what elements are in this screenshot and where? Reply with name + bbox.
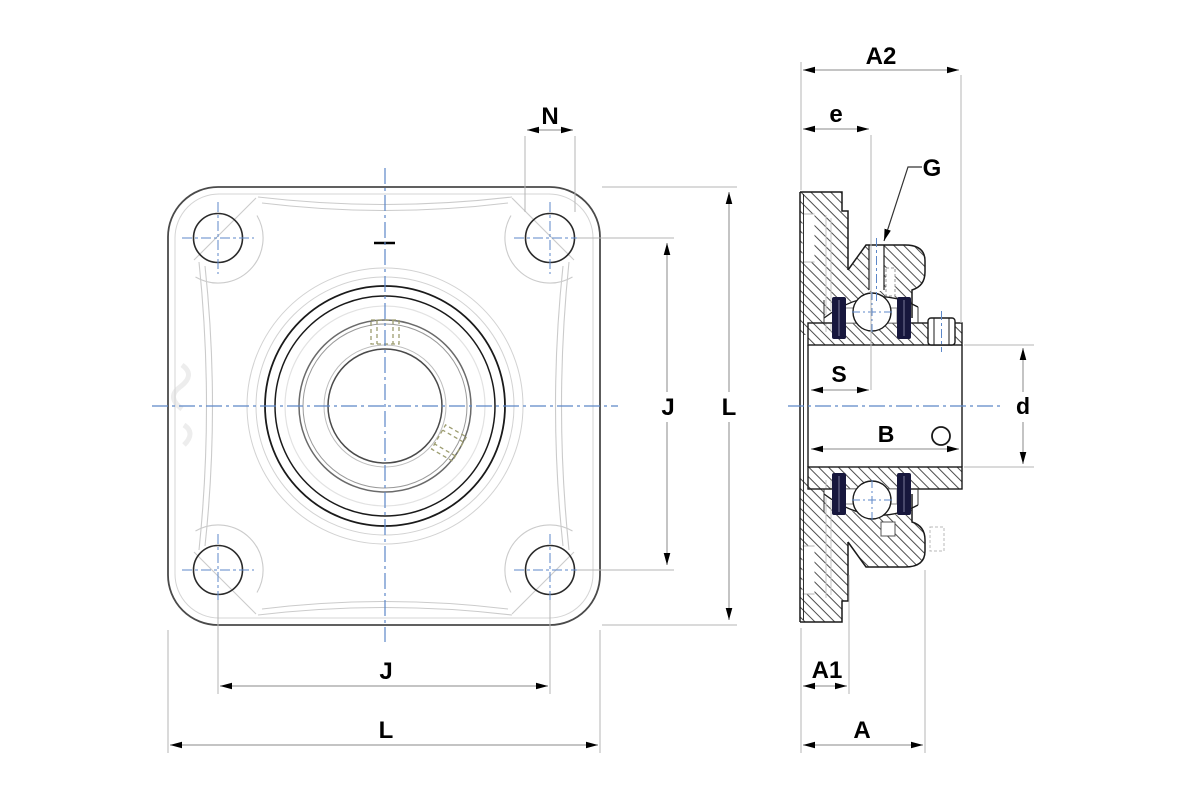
label-S: S: [831, 361, 846, 387]
label-B: B: [878, 421, 895, 447]
inner-ring-section-top: [808, 323, 962, 345]
bottom-screw-hole: [880, 521, 896, 537]
cast-logo-marks: [171, 362, 193, 447]
leader-G: [883, 166, 922, 242]
label-G: G: [923, 155, 942, 182]
hidden-set-screw-top: [885, 267, 896, 297]
label-d: d: [1016, 393, 1030, 419]
label-A1: A1: [812, 657, 843, 684]
cavity-side-edges: [823, 300, 919, 512]
dimension-labels: N J L J L A2 e G S B d A1 A: [379, 43, 1030, 744]
ball-centerlines: [852, 292, 892, 520]
label-J-right: J: [661, 394, 674, 421]
label-A: A: [853, 717, 870, 744]
hidden-set-screw-bottom: [929, 526, 945, 552]
bolt-hole-centerlines: [182, 202, 586, 606]
side-outline: [799, 191, 926, 623]
side-section-view: [788, 191, 1002, 623]
dimension-lines: [170, 66, 1027, 749]
flange-bolt-slots: [802, 213, 815, 595]
side-centerlines: [788, 238, 1002, 520]
extension-lines: [167, 62, 1034, 753]
front-centerlines: [152, 168, 618, 642]
label-J-bottom: J: [379, 658, 392, 685]
set-screw-hole-circle: [931, 426, 951, 446]
dimensions: N J L J L A2 e G S B d A1 A: [167, 43, 1034, 753]
front-view: [152, 168, 618, 642]
label-L-bottom: L: [379, 717, 394, 744]
inner-ring-section-bottom: [808, 467, 962, 489]
label-e: e: [829, 101, 842, 128]
label-L-right: L: [722, 394, 737, 421]
label-N: N: [541, 103, 558, 130]
bolt-holes: [192, 212, 576, 596]
label-A2: A2: [866, 43, 897, 70]
